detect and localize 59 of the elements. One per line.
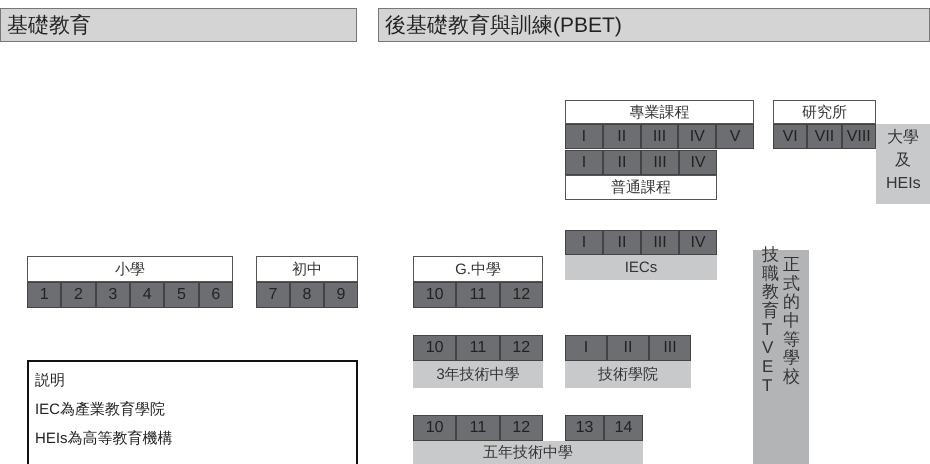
stage-label-box: 專業課程 bbox=[565, 100, 754, 124]
grade-cell: 6 bbox=[198, 282, 233, 308]
grade-cell: III bbox=[641, 230, 679, 255]
section-header: 基礎教育 bbox=[0, 8, 357, 42]
legend-note: HEIs為高等教育機構 bbox=[35, 429, 173, 449]
grade-cell: 10 bbox=[413, 335, 456, 361]
grade-cell: III bbox=[649, 335, 691, 361]
grade-cell: 7 bbox=[256, 282, 290, 308]
grade-cell: 1 bbox=[27, 282, 62, 308]
grade-cell: II bbox=[603, 150, 641, 175]
grade-cell: VI bbox=[773, 124, 808, 149]
grade-cell: 4 bbox=[130, 282, 164, 308]
grade-cell: 2 bbox=[61, 282, 96, 308]
grade-cell: 8 bbox=[290, 282, 324, 308]
grade-cell: 10 bbox=[413, 282, 456, 308]
stage-label-box: 研究所 bbox=[773, 100, 876, 124]
grade-cell: 3 bbox=[96, 282, 130, 308]
grade-cell: 9 bbox=[324, 282, 358, 308]
grade-cell: 11 bbox=[456, 335, 500, 361]
vertical-text: 技職教育TVET bbox=[762, 246, 779, 396]
grade-cell: 11 bbox=[456, 282, 500, 308]
grade-cell: III bbox=[641, 150, 679, 175]
school-label-box: 3年技術中學 bbox=[413, 361, 543, 388]
grade-cell: V bbox=[716, 124, 754, 149]
grade-cell: 5 bbox=[164, 282, 199, 308]
grade-cell: 10 bbox=[413, 415, 456, 441]
grade-cell: VII bbox=[807, 124, 842, 149]
legend-note: IEC為產業教育學院 bbox=[35, 400, 166, 420]
grade-cell: 13 bbox=[565, 415, 604, 441]
school-label-box: 技術學院 bbox=[565, 361, 691, 388]
school-label-box: IECs bbox=[565, 255, 717, 280]
stage-label-box: 小學 bbox=[27, 256, 233, 282]
stage-label-box: 初中 bbox=[256, 256, 358, 282]
grade-cell: 12 bbox=[500, 415, 543, 441]
stage-label-box: 普通課程 bbox=[565, 175, 717, 200]
school-label-box: 五年技術中學 bbox=[413, 441, 643, 464]
section-header: 後基礎教育與訓練(PBET) bbox=[378, 8, 930, 42]
grade-cell: 12 bbox=[500, 282, 543, 308]
university-box bbox=[876, 124, 930, 204]
grade-cell: 11 bbox=[456, 415, 500, 441]
stage-label-box: G.中學 bbox=[413, 256, 543, 282]
grade-cell: II bbox=[603, 230, 641, 255]
grade-cell: I bbox=[565, 335, 607, 361]
legend-title: 説明 bbox=[35, 371, 65, 391]
vertical-text: 正式的中等學校 bbox=[783, 256, 800, 387]
grade-cell: IV bbox=[678, 124, 716, 149]
grade-cell: IV bbox=[679, 150, 717, 175]
grade-cell: 12 bbox=[500, 335, 543, 361]
grade-cell: VIII bbox=[842, 124, 876, 149]
grade-cell: I bbox=[565, 230, 603, 255]
legend-box bbox=[27, 360, 358, 464]
grade-cell: II bbox=[607, 335, 649, 361]
university-text: 大學及HEIs bbox=[886, 128, 920, 194]
grade-cell: IV bbox=[679, 230, 717, 255]
grade-cell: I bbox=[565, 124, 603, 149]
grade-cell: 14 bbox=[604, 415, 643, 441]
grade-cell: II bbox=[602, 124, 641, 149]
grade-cell: I bbox=[565, 150, 603, 175]
grade-cell: III bbox=[640, 124, 678, 149]
